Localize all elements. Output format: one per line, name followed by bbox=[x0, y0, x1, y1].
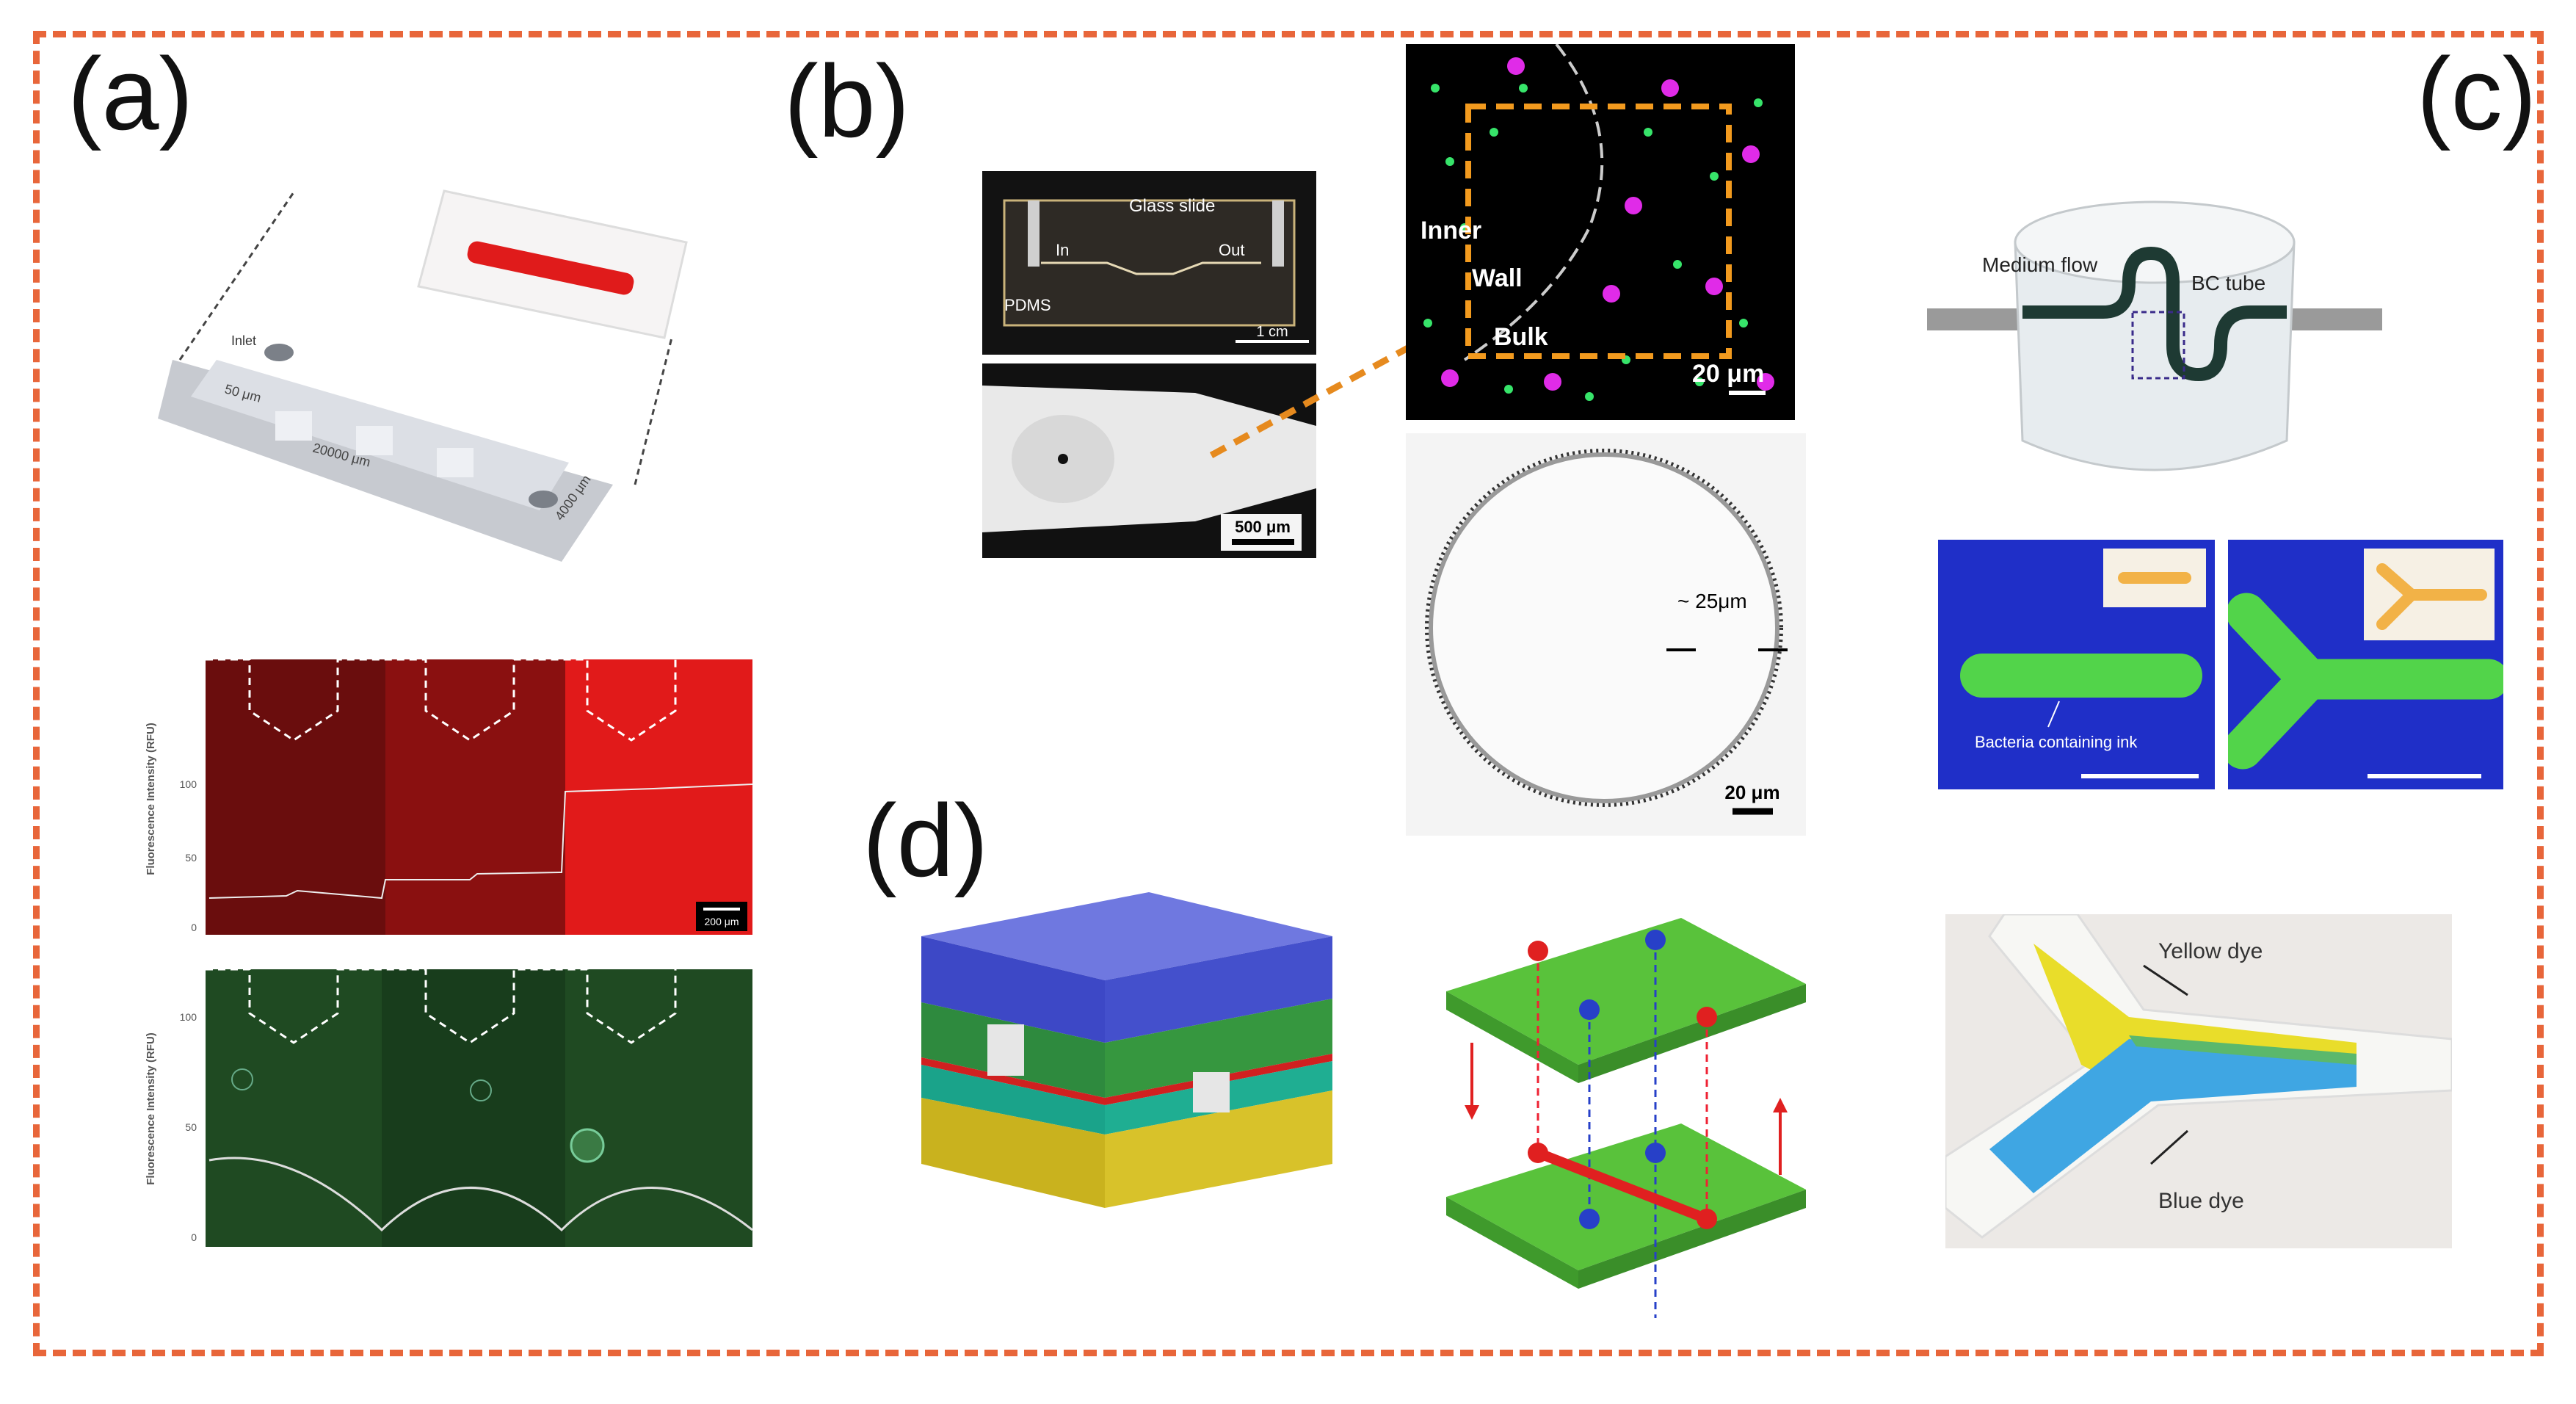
glass-slide-label: Glass slide bbox=[1129, 196, 1215, 216]
outlet-arrow-label: Out bbox=[1219, 241, 1244, 259]
green-tick-100: 100 bbox=[180, 1011, 197, 1023]
red-tick-50: 50 bbox=[185, 852, 197, 864]
red-fluorescence-plot: Fluorescence Intensity (RFU) 100 50 0 20… bbox=[139, 659, 752, 938]
chip-scale-label: 1 cm bbox=[1256, 324, 1288, 340]
panel-label-a: (a) bbox=[68, 36, 194, 151]
dashed-frame bbox=[33, 31, 2544, 1356]
wall-thickness-label: ~ 25μm bbox=[1677, 590, 1747, 612]
zoom-connector bbox=[1209, 320, 1456, 458]
red-tick-100: 100 bbox=[180, 778, 197, 790]
panel-label-b: (b) bbox=[784, 43, 910, 159]
inlet-arrow-label: In bbox=[1056, 241, 1069, 259]
device-schematic: Inlet 50 μm 20000 μm 4000 μm bbox=[158, 176, 690, 573]
green-tick-50: 50 bbox=[185, 1121, 197, 1133]
straight-print-image: Bacteria containing ink bbox=[1938, 540, 2215, 789]
bulk-region-label: Bulk bbox=[1494, 323, 1548, 351]
bioreactor-schematic: Medium flow BC tube bbox=[1927, 162, 2382, 507]
blue-dye-label: Blue dye bbox=[2158, 1189, 2244, 1213]
panel-label-c: (c) bbox=[2417, 36, 2537, 151]
bc-tube-label: BC tube bbox=[2191, 272, 2265, 294]
wall-region-label: Wall bbox=[1472, 264, 1523, 292]
inlet-label: Inlet bbox=[231, 333, 256, 348]
panel-label-d: (d) bbox=[863, 783, 989, 898]
inner-region-label: Inner bbox=[1421, 217, 1481, 245]
dye-junction-photo: Yellow dye Blue dye bbox=[1945, 914, 2452, 1248]
pdms-label: PDMS bbox=[1004, 296, 1051, 314]
bead-fluorescence: Inner Wall Bulk 20 μm bbox=[1406, 44, 1795, 420]
chip-photo: Glass slide In Out PDMS 1 cm bbox=[982, 171, 1316, 355]
red-plot-ylabel: Fluorescence Intensity (RFU) bbox=[145, 723, 157, 875]
channel-micrograph: 500 μm bbox=[982, 363, 1316, 558]
branched-print-image bbox=[2228, 540, 2503, 789]
green-plot-ylabel: Fluorescence Intensity (RFU) bbox=[145, 1032, 157, 1185]
yellow-dye-label: Yellow dye bbox=[2158, 939, 2263, 963]
medium-flow-label: Medium flow bbox=[1982, 253, 2098, 276]
channel-scale-label: 500 μm bbox=[1235, 518, 1291, 536]
red-scale-label: 200 μm bbox=[705, 916, 739, 927]
red-tick-0: 0 bbox=[191, 922, 197, 933]
layered-scaffold bbox=[914, 892, 1340, 1215]
green-tick-0: 0 bbox=[191, 1231, 197, 1243]
layer-alignment-schematic bbox=[1432, 911, 1813, 1318]
bead-scale-label: 20 μm bbox=[1692, 360, 1764, 388]
ink-label: Bacteria containing ink bbox=[1975, 733, 2138, 751]
lumen-micrograph: ~ 25μm 20 μm bbox=[1406, 433, 1806, 836]
lumen-scale-label: 20 μm bbox=[1724, 781, 1779, 803]
green-fluorescence-plot: Fluorescence Intensity (RFU) 100 50 0 bbox=[139, 969, 752, 1247]
